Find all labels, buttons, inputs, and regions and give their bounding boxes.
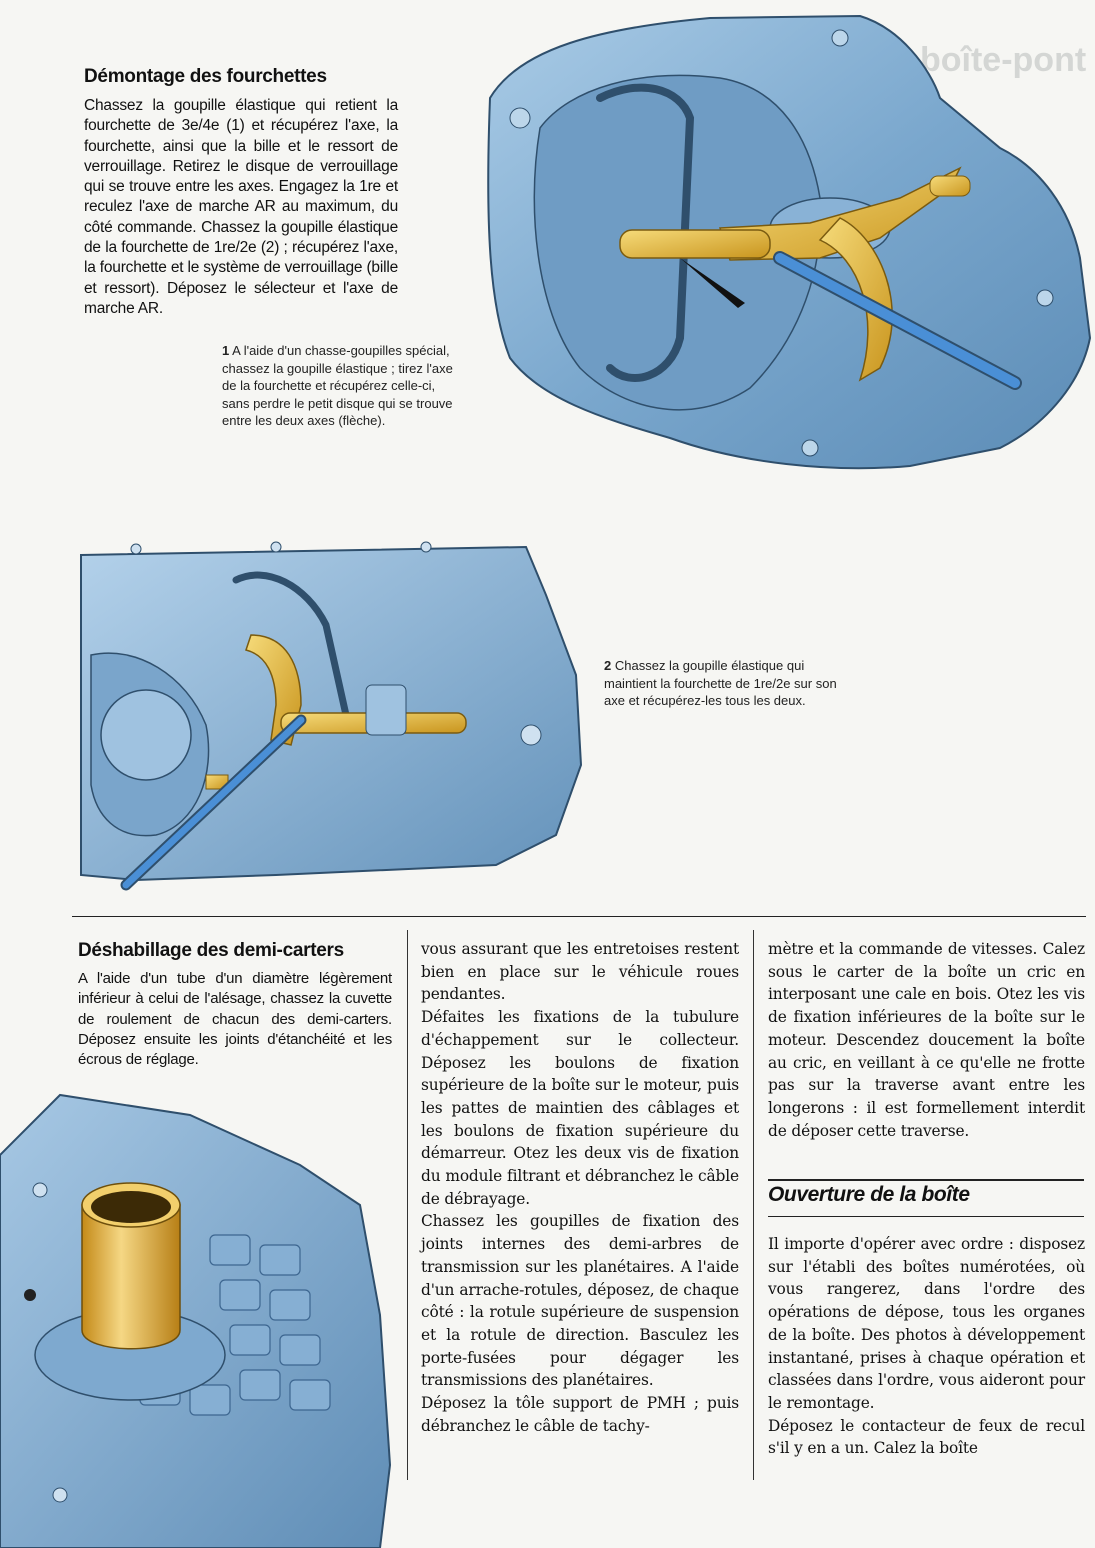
heading-rule-bottom [768,1216,1084,1217]
text-column-middle: vous assurant que les entretoises resten… [421,938,739,1437]
paragraph: Déposez la tôle support de PMH ; puis dé… [421,1394,739,1435]
section-heading-ouverture: Ouverture de la boîte [768,1183,970,1206]
caption-text: Chassez la goupille élastique qui mainti… [604,658,837,708]
section-divider [72,916,1086,917]
column-rule [753,930,754,1480]
gearbox-fork-illustration [487,14,1092,470]
section-fourchettes: Démontage des fourchettes Chassez la gou… [84,66,398,319]
section-demi-carters: Déshabillage des demi-carters A l'aide d… [78,940,392,1070]
section-body: A l'aide d'un tube d'un diamètre légèrem… [78,970,392,1069]
section-body: Chassez la goupille élastique qui retien… [84,97,398,317]
caption-text: A l'aide d'un chasse-goupilles spécial, … [222,343,453,428]
section-heading: Déshabillage des demi-carters [78,940,344,961]
bleed-through-text: boîte-pont [920,41,1087,79]
paragraph: Défaites les fixations de la tubulure d'… [421,1008,739,1208]
fork-axle-illustration [80,541,583,891]
paragraph: Il importe d'opérer avec ordre : dispose… [768,1235,1085,1412]
caption-2: 2 Chassez la goupille élastique qui main… [604,657,859,710]
caption-number: 1 [222,343,230,358]
paragraph: Chassez les goupilles de fixation des jo… [421,1212,739,1390]
paragraph: Déposez le contacteur de feux de recul s… [768,1416,1085,1458]
paragraph: vous assurant que les entretoises resten… [421,940,739,1004]
text-column-right-lower: Il importe d'opérer avec ordre : dispose… [768,1233,1085,1460]
text-column-right: mètre et la commande de vitesses. Calez … [768,938,1085,1142]
caption-number: 2 [604,658,612,673]
heading-rule-top [768,1179,1084,1181]
column-rule [407,930,408,1480]
section-heading: Démontage des fourchettes [84,66,327,87]
caption-1: 1 A l'aide d'un chasse-goupilles spécial… [222,342,460,430]
half-casing-bearing-illustration [0,1093,392,1548]
paragraph: mètre et la commande de vitesses. Calez … [768,940,1085,1140]
